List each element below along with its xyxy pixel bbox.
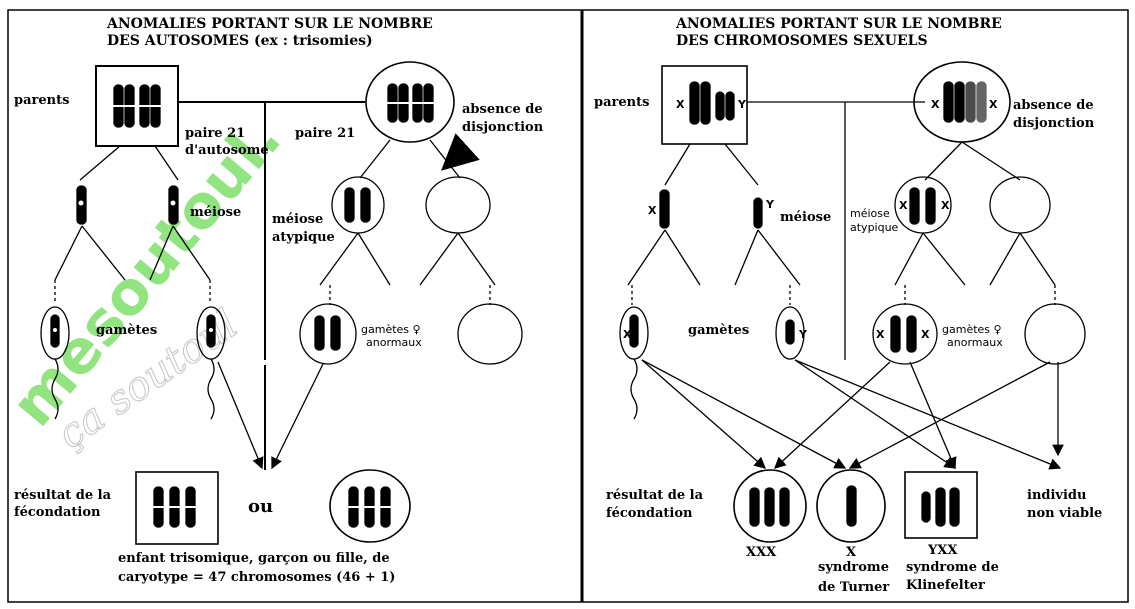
label-nondisj-r1: absence de <box>1013 98 1094 113</box>
label-nonviable-1: individu <box>1027 488 1087 503</box>
nondisjunction-arrow <box>441 133 480 171</box>
label-xxx: XXX <box>746 545 777 560</box>
right-title-line1: ANOMALIES PORTANT SUR LE NOMBRE <box>676 16 1002 32</box>
mother-chromosomes-left <box>384 83 437 123</box>
left-title-line1: ANOMALIES PORTANT SUR LE NOMBRE <box>107 16 433 32</box>
ovum-empty-left <box>457 303 523 365</box>
label-child-2: caryotype = 47 chromosomes (46 + 1) <box>118 570 396 585</box>
label-result-2: fécondation <box>14 505 101 520</box>
result-box-left <box>135 471 219 545</box>
parent-box-left <box>95 65 179 147</box>
right-title-line2: DES CHROMOSOMES SEXUELS <box>676 33 928 49</box>
mother-cell-left <box>365 61 455 143</box>
sperm-tail-2 <box>207 358 215 420</box>
sperm-right-y <box>775 306 805 360</box>
label-pair21-b: d'autosome <box>185 143 269 158</box>
label-child-1: enfant trisomique, garçon ou fille, de <box>118 551 390 566</box>
label-gametes-abn-r1: gamètes ♀ <box>942 323 1002 336</box>
mother-meiosis-cell-r2 <box>989 176 1051 234</box>
label-nondisj-2: disjonction <box>462 120 544 135</box>
label-x-meio-1: X <box>899 199 908 212</box>
label-x-ovum-1: X <box>876 328 885 341</box>
label-nondisj-r2: disjonction <box>1013 116 1095 131</box>
result-turner <box>816 469 886 543</box>
parent-box-right <box>661 65 748 145</box>
result-xxx <box>733 469 807 543</box>
sperm-tail-1 <box>51 358 59 420</box>
label-pair21-a: paire 21 <box>185 126 246 141</box>
label-x-father: X <box>676 98 685 111</box>
parent-chromosomes-left <box>110 84 164 128</box>
label-turner-x: X <box>846 545 857 560</box>
frame <box>7 9 1129 603</box>
label-kline-xxy: YXX <box>928 543 958 558</box>
label-y-father: Y <box>738 98 746 111</box>
label-or: ou <box>248 496 274 517</box>
label-meiose-atyp-r2: atypique <box>850 221 899 234</box>
label-gametes-left: gamètes <box>96 323 158 338</box>
label-gametes-right: gamètes <box>688 323 750 338</box>
label-x-meio-2: X <box>941 199 950 212</box>
ovum-abnormal-right <box>872 303 938 365</box>
label-result-1: résultat de la <box>14 488 112 503</box>
label-x-sperm: X <box>623 328 632 341</box>
label-parents-right: parents <box>594 95 650 110</box>
result-klinefelter <box>904 471 978 539</box>
label-gametes-abn-1: gamètes ♀ <box>361 323 421 336</box>
label-turner-1: syndrome <box>818 560 889 575</box>
left-title-line2: DES AUTOSOMES (ex : trisomies) <box>107 33 373 49</box>
arrow-to-result <box>217 361 264 470</box>
result-cell-left <box>329 469 411 543</box>
label-result-r2: fécondation <box>606 506 693 521</box>
label-pair21-right: paire 21 <box>295 126 356 141</box>
label-meiose-atyp-2: atypique <box>272 230 335 245</box>
label-meiose-atyp-r1: méiose <box>850 207 890 220</box>
label-result-r1: résultat de la <box>606 488 704 503</box>
label-nonviable-2: non viable <box>1027 506 1103 521</box>
label-x-gamete: X <box>648 204 657 217</box>
label-gametes-abn-2: anormaux <box>366 336 422 349</box>
left-panel <box>40 61 523 545</box>
label-y-gamete: Y <box>766 198 774 211</box>
label-kline-1: syndrome de <box>906 560 999 575</box>
label-meiose-atyp-1: méiose <box>272 212 324 227</box>
label-parents-left: parents <box>14 93 70 108</box>
mother-meiosis-cell-2 <box>425 176 491 234</box>
label-x-mother-2: X <box>989 98 998 111</box>
label-meiose-left: méiose <box>190 205 242 220</box>
label-turner-2: de Turner <box>818 580 890 595</box>
ovum-empty-right <box>1024 303 1086 365</box>
label-y-sperm: Y <box>799 328 807 341</box>
label-x-ovum-2: X <box>921 328 930 341</box>
label-meiose-right: méiose <box>780 210 832 225</box>
label-kline-2: Klinefelter <box>906 578 985 593</box>
label-gametes-abn-r2: anormaux <box>947 336 1003 349</box>
right-panel <box>619 61 1086 543</box>
label-nondisj-1: absence de <box>462 102 543 117</box>
label-x-mother-1: X <box>931 98 940 111</box>
ovum-abnormal-left <box>299 303 357 365</box>
mother-meiosis-cell-1 <box>331 176 385 234</box>
